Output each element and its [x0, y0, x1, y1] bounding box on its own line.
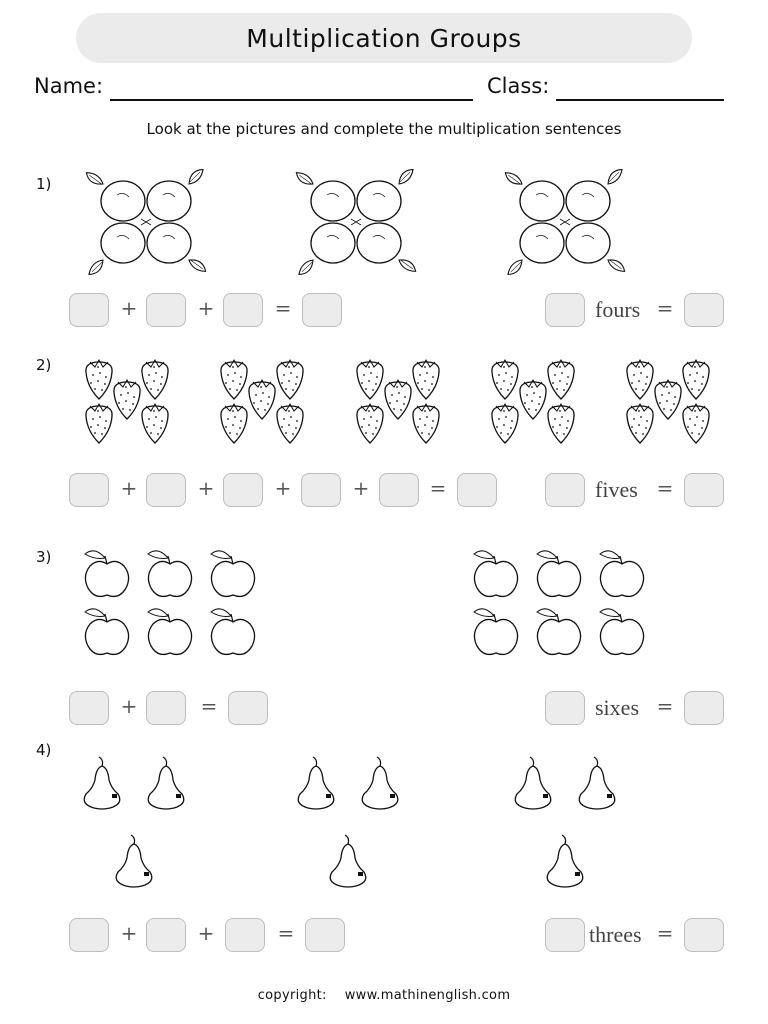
answer-box[interactable]	[545, 293, 585, 327]
plus-sign: +	[352, 476, 370, 500]
plus-sign: +	[120, 694, 138, 718]
problem-2-sentence: + + + + = fives =	[0, 470, 768, 510]
worksheet-title: Multiplication Groups	[76, 13, 692, 63]
answer-box[interactable]	[146, 473, 186, 507]
answer-box[interactable]	[545, 918, 585, 952]
plus-sign: +	[197, 296, 215, 320]
equals-sign: =	[277, 921, 295, 945]
plus-sign: +	[197, 921, 215, 945]
equals-sign: =	[429, 476, 447, 500]
plus-sign: +	[197, 476, 215, 500]
strawberry-group-3	[357, 360, 439, 443]
group-word: fours	[595, 297, 641, 322]
answer-box[interactable]	[69, 691, 109, 725]
group-word: sixes	[595, 695, 639, 720]
problem-1-sentence: + + = fours =	[0, 290, 768, 330]
instructions: Look at the pictures and complete the mu…	[146, 120, 622, 138]
problem-3-number: 3)	[36, 548, 52, 566]
name-label: Name:	[34, 74, 104, 98]
answer-box[interactable]	[379, 473, 419, 507]
copyright-site: www.mathinenglish.com	[344, 988, 511, 1003]
answer-box[interactable]	[302, 293, 342, 327]
plus-sign: +	[120, 921, 138, 945]
answer-box[interactable]	[225, 918, 265, 952]
class-line[interactable]	[556, 99, 724, 101]
pear-group-2	[298, 757, 398, 887]
strawberry-group-2	[221, 360, 303, 443]
answer-box[interactable]	[684, 918, 724, 952]
answer-box[interactable]	[69, 918, 109, 952]
apple-group-1	[85, 551, 255, 655]
name-class-row: Name: Class:	[34, 74, 734, 104]
answer-box[interactable]	[223, 293, 263, 327]
group-word: fives	[595, 477, 638, 502]
equals-sign: =	[656, 921, 674, 945]
answer-box[interactable]	[69, 473, 109, 507]
answer-box[interactable]	[684, 691, 724, 725]
footer: copyright: www.mathinenglish.com	[0, 988, 768, 1003]
answer-box[interactable]	[223, 473, 263, 507]
answer-box[interactable]	[545, 691, 585, 725]
answer-box[interactable]	[146, 293, 186, 327]
pear-group-1	[84, 757, 184, 887]
equals-sign: =	[656, 476, 674, 500]
problem-4-number: 4)	[36, 741, 52, 759]
problem-2-number: 2)	[36, 356, 52, 374]
plus-sign: +	[120, 476, 138, 500]
problem-3-sentence: + = sixes =	[0, 688, 768, 728]
apple-group-2	[474, 551, 644, 655]
answer-box[interactable]	[228, 691, 268, 725]
equals-sign: =	[656, 694, 674, 718]
answer-box[interactable]	[545, 473, 585, 507]
lemon-group-1	[84, 167, 208, 277]
strawberry-group-4	[492, 360, 574, 443]
group-word: threes	[589, 922, 642, 947]
title-text: Multiplication Groups	[246, 23, 522, 53]
lemon-group-3	[503, 167, 627, 277]
problem-4-sentence: + + = threes =	[0, 915, 768, 955]
equals-sign: =	[656, 296, 674, 320]
equals-sign: =	[274, 296, 292, 320]
strawberry-group-1	[86, 360, 168, 443]
answer-box[interactable]	[301, 473, 341, 507]
lemon-group-2	[294, 167, 418, 277]
answer-box[interactable]	[684, 293, 724, 327]
answer-box[interactable]	[305, 918, 345, 952]
answer-box[interactable]	[146, 918, 186, 952]
plus-sign: +	[274, 476, 292, 500]
strawberry-group-5	[627, 360, 709, 443]
problem-1-number: 1)	[36, 175, 52, 193]
answer-box[interactable]	[69, 293, 109, 327]
class-label: Class:	[487, 74, 550, 98]
answer-box[interactable]	[457, 473, 497, 507]
plus-sign: +	[120, 296, 138, 320]
equals-sign: =	[200, 694, 218, 718]
copyright-label: copyright:	[257, 988, 327, 1003]
answer-box[interactable]	[146, 691, 186, 725]
name-line[interactable]	[110, 99, 473, 101]
answer-box[interactable]	[684, 473, 724, 507]
pear-group-3	[515, 757, 615, 887]
